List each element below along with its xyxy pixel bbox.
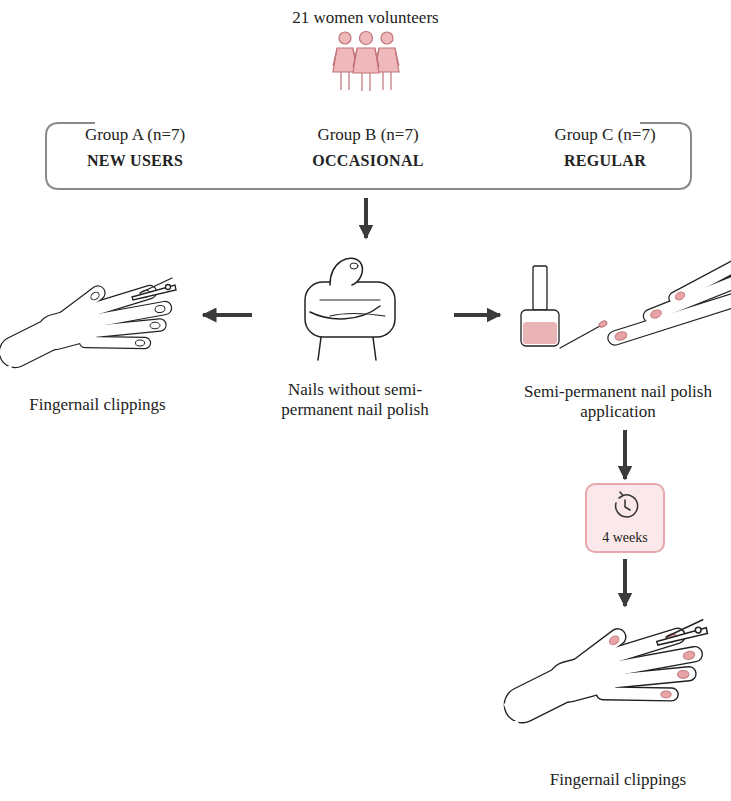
flow-arrow <box>623 430 627 479</box>
group-bracket: Group A (n=7) NEW USERS Group B (n=7) OCCAS… <box>45 118 692 190</box>
group-type: REGULAR <box>525 151 685 171</box>
duration-box: 4 weeks <box>585 483 665 553</box>
duration-label: 4 weeks <box>585 529 665 547</box>
polish-illustration <box>521 266 731 348</box>
step-caption: Fingernail clippings <box>505 770 731 790</box>
diagram-title: 21 women volunteers <box>0 8 731 28</box>
flow-arrow <box>454 313 500 317</box>
step-node: Nails without semi-permanent nail polish <box>262 240 448 425</box>
flow-arrow <box>203 313 252 317</box>
step-caption: Fingernail clippings <box>0 395 195 415</box>
step-caption: Semi-permanent nail polish application <box>505 382 731 422</box>
fist-illustration <box>305 258 395 360</box>
group-label: Group C (n=7) <box>525 125 685 145</box>
step-node: Fingernail clippings <box>0 262 195 422</box>
women-icon <box>333 32 399 92</box>
group-label: Group A (n=7) <box>55 125 215 145</box>
step-node: Fingernail clippings <box>505 612 731 792</box>
group-type: NEW USERS <box>55 151 215 171</box>
flow-arrow <box>364 198 368 238</box>
step-caption: Nails without semi-permanent nail polish <box>262 380 448 420</box>
hand-illustration <box>0 278 176 372</box>
group-type: OCCASIONAL <box>293 151 443 171</box>
step-node: Semi-permanent nail polish application <box>505 255 731 425</box>
group-label: Group B (n=7) <box>293 125 443 145</box>
flow-arrow <box>623 559 627 606</box>
painted-hand-illustration <box>505 620 707 728</box>
